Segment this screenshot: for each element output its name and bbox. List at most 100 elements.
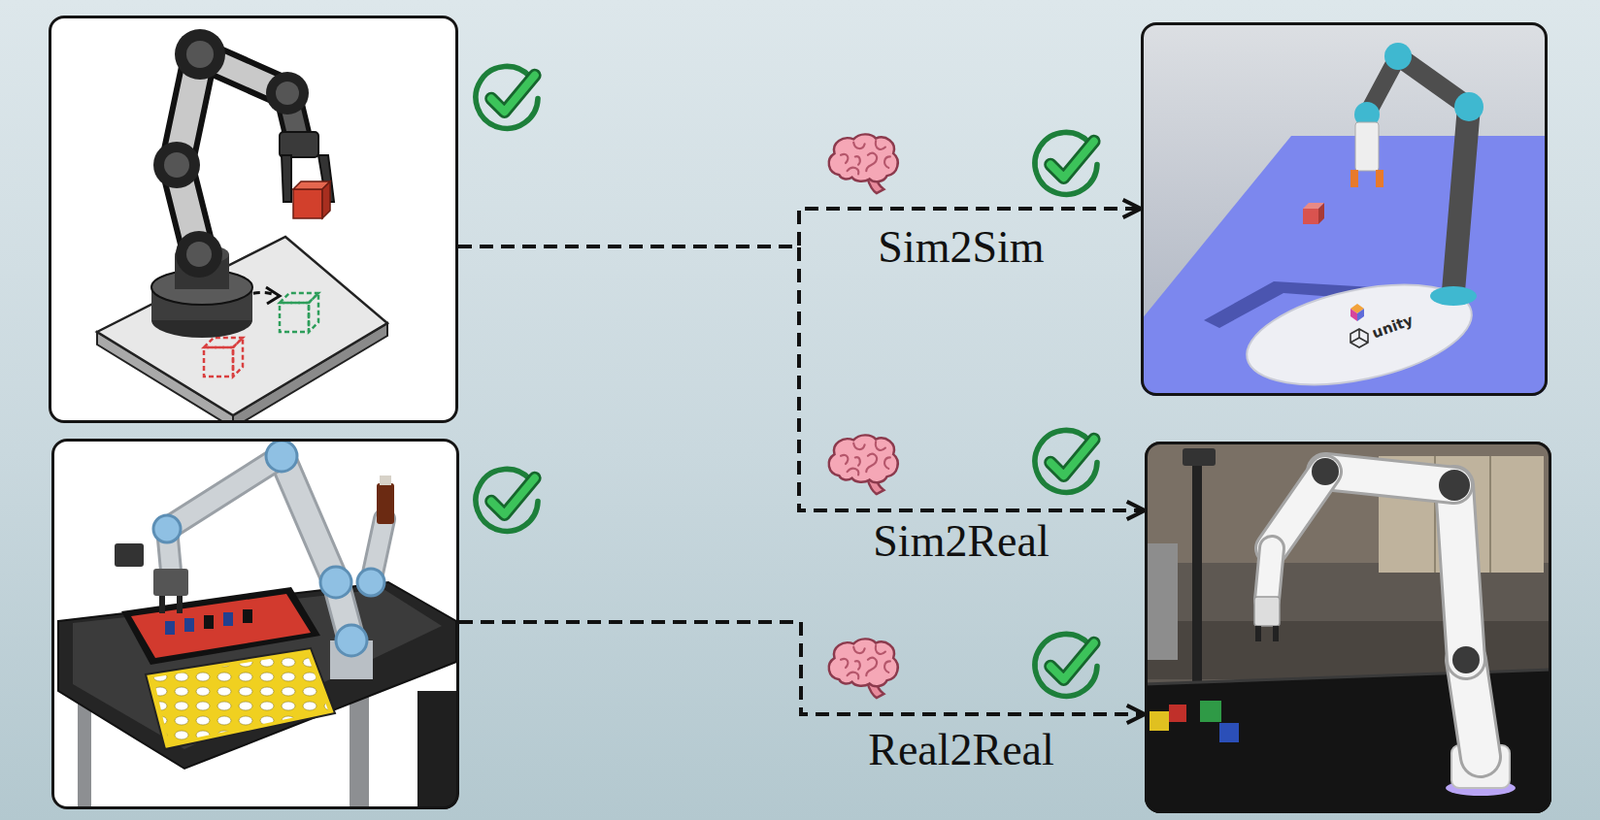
real-workstation-photo-part <box>165 621 175 635</box>
real-lab-photo-part-part <box>1271 471 1326 549</box>
real-workstation-photo-part <box>242 609 253 624</box>
check-icons-part <box>475 66 538 129</box>
unity-simulation-scene-part <box>1355 122 1379 171</box>
transfer-label: Sim2Sim <box>877 223 1044 273</box>
unity-simulation-scene-part <box>1318 202 1325 225</box>
dashed-connector <box>459 622 1145 715</box>
transfer-label: Sim2Real <box>872 517 1049 567</box>
unity-simulation-scene-part <box>1366 56 1469 292</box>
check-icons-part <box>475 468 538 532</box>
real-workstation-photo-part <box>320 566 352 599</box>
real-lab-photo-part-part <box>1454 485 1467 661</box>
real-lab-photo-part <box>1266 471 1481 758</box>
robot-arm-sketch-part <box>186 40 214 68</box>
dashed-connector <box>458 246 1145 511</box>
real-lab-photo-part <box>1489 456 1492 573</box>
unity-simulation-scene <box>1140 22 1548 397</box>
robot-arm-sketch-part-part <box>233 337 243 377</box>
brain-icons-part <box>829 638 899 699</box>
robot-arm-sketch-part <box>293 189 323 219</box>
real-lab-photo-part <box>1182 448 1216 467</box>
robot-arm-sketch-part <box>48 15 459 424</box>
real-workstation-photo-part <box>176 596 183 614</box>
robot-arm-sketch-part <box>153 141 200 189</box>
robot-arm-sketch-part <box>203 337 243 377</box>
robot-arm-sketch-part <box>275 81 300 105</box>
unity-simulation-scene-part <box>1384 42 1412 70</box>
real-lab-photo-part <box>1168 704 1187 723</box>
real-lab-photo-part-part <box>1266 548 1272 600</box>
real-workstation-photo-part <box>357 568 385 597</box>
robot-arm-sketch-part <box>164 152 190 178</box>
unity-simulation-scene-part <box>1430 286 1477 306</box>
real-lab-photo-part-part <box>1454 485 1467 661</box>
real-lab-photo-part <box>1452 646 1480 674</box>
real-lab-photo-part <box>1272 626 1279 642</box>
robot-arm-sketch-part-part <box>279 302 309 333</box>
logo-text: unity <box>1369 312 1415 342</box>
real-workstation-photo-part <box>58 582 457 769</box>
real-lab-photo-part <box>1200 700 1222 723</box>
real-lab-photo-part <box>1219 723 1239 743</box>
robot-arm-sketch-part <box>266 71 309 115</box>
unity-simulation-scene-part <box>1375 169 1384 188</box>
real-lab-photo-part <box>1149 711 1169 732</box>
real-workstation-photo-part-part <box>281 456 336 583</box>
robot-arm-sketch-part <box>175 231 223 278</box>
brain-icons-part <box>829 434 899 495</box>
robot-arm-sketch-part <box>266 287 280 304</box>
real-workstation-photo-part-part <box>166 456 282 530</box>
real-lab-photo-part-part <box>1325 471 1455 486</box>
real-lab-photo-part-part <box>1325 471 1455 486</box>
robot-arm-sketch-part <box>279 132 319 158</box>
real-lab-photo-part <box>1438 469 1470 501</box>
real-workstation-photo-part <box>266 440 298 472</box>
real-workstation-photo-part <box>417 691 457 810</box>
unity-simulation-scene-part <box>1350 329 1368 348</box>
real-workstation-photo-part <box>223 612 234 627</box>
robot-arm-sketch-part <box>279 293 319 333</box>
unity-simulation-scene-part <box>1350 308 1358 322</box>
unity-simulation-scene-part <box>1454 92 1484 122</box>
unity-simulation-scene-part <box>1357 308 1365 322</box>
real-workstation-photo-part <box>131 594 311 659</box>
unity-simulation-scene-part <box>1302 208 1319 225</box>
image-panel <box>48 15 459 424</box>
check-icons <box>475 66 1098 697</box>
robot-arm-sketch-part <box>97 236 388 416</box>
robot-arm-sketch-part <box>322 181 331 219</box>
real-workstation-photo-part <box>153 568 189 597</box>
real-workstation-photo-part <box>376 483 395 525</box>
real-lab-photo-part <box>1255 626 1262 642</box>
unity-simulation-scene-part <box>1350 169 1359 188</box>
check-icons-part <box>1034 430 1098 493</box>
real-lab-photo-part-part <box>1271 471 1326 549</box>
real-lab-photo-part <box>1311 458 1339 486</box>
robot-arm-sketch-part <box>186 241 212 267</box>
real-workstation-photo-part <box>335 625 367 657</box>
robot-arm-sketch <box>48 15 459 424</box>
robot-arm-sketch-part-part <box>203 347 234 377</box>
robot-arm-sketch-part <box>281 155 292 202</box>
real-workstation-photo-part <box>159 596 166 614</box>
robot-arm-sketch-part-part <box>203 337 243 348</box>
check-icons-part <box>1034 132 1098 195</box>
real-workstation-photo-part <box>184 618 195 633</box>
real-workstation-photo-part <box>379 475 392 486</box>
robot-arm-sketch-part-part <box>308 293 319 333</box>
robot-arm-sketch-part-part <box>279 293 319 303</box>
real-lab-photo-part-part <box>1266 548 1272 600</box>
real-lab-photo <box>1144 441 1552 814</box>
image-panel <box>1144 441 1552 814</box>
real-lab-photo-part <box>1254 597 1280 627</box>
real-workstation-photo-part <box>114 543 144 567</box>
real-workstation-photo <box>51 438 460 810</box>
transfer-label: Real2Real <box>867 726 1055 776</box>
image-panel <box>51 438 460 810</box>
real-workstation-photo-part <box>153 515 181 543</box>
real-lab-photo-part <box>1192 448 1202 682</box>
real-workstation-photo-part-part <box>166 456 282 530</box>
